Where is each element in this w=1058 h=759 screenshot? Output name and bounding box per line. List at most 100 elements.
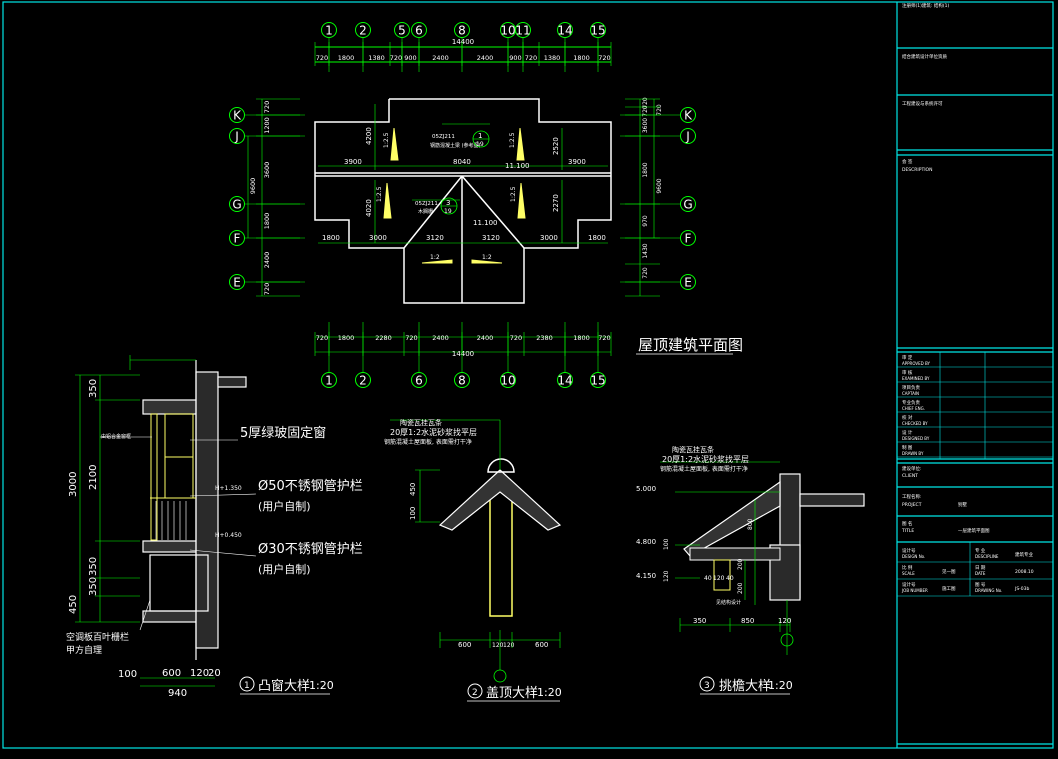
sign-row-cn-4: 校 对 — [902, 414, 913, 421]
d3-small-40b: 40 — [726, 575, 734, 582]
axis-bottom-14-bubble — [557, 372, 573, 388]
axis-bottom-2: 2 — [359, 374, 367, 388]
left-dim-3: 1800 — [263, 213, 271, 230]
tb-dwg-cn: 图 名 — [902, 520, 912, 527]
right-inner-dim-b: 9600 — [656, 178, 663, 193]
axis-top-2: 2 — [359, 24, 367, 38]
detail-callouts: 1 19 3 19 — [440, 130, 490, 215]
d3-el3: 4.150 — [636, 572, 656, 580]
axis-left-G-bubble — [229, 196, 245, 212]
d2-note1: 陶瓷瓦挂瓦条 — [400, 418, 442, 427]
right-dim-1: 720 — [642, 105, 649, 117]
top-dim-0: 720 — [316, 54, 328, 62]
d1-note-ac: 空调板百叶栅栏 — [66, 631, 129, 643]
tb-project-cn: 工程名称: — [902, 493, 922, 500]
d1-h-600: 600 — [162, 668, 181, 679]
plan-dim-1800b: 1800 — [588, 234, 606, 242]
bottom-ke-2: JOB NUMBER — [901, 588, 928, 593]
d2-circle-no: 2 — [472, 688, 478, 698]
d1-vtotal: 3000 — [68, 472, 79, 497]
axis-top-6: 6 — [415, 24, 423, 38]
bottom-dim-6: 720 — [510, 334, 522, 342]
d1-scale: 1:20 — [309, 679, 334, 692]
sign-row-en-2: CAPTAIN — [902, 391, 919, 396]
d1-el2: H+0.450 — [215, 532, 242, 539]
axis-right-F: F — [685, 232, 692, 246]
top-dim-6: 2400 — [477, 54, 494, 62]
d1-note-glass: 5厚绿玻固定窗 — [240, 425, 326, 441]
bottom-dim-1: 1800 — [338, 334, 355, 342]
bottom-dim-7: 2380 — [536, 334, 553, 342]
bottom-k-0: 设计号 — [902, 547, 916, 554]
axis-right-K: K — [684, 109, 693, 123]
right-dim-4: 970 — [642, 215, 649, 227]
d3-v-120: 120 — [663, 570, 670, 582]
d3-note1: 陶瓷瓦挂瓦条 — [672, 445, 714, 454]
axis-bottom-15-bubble — [590, 372, 606, 388]
d1-circle-no: 1 — [244, 681, 250, 691]
left-dim-2: 3600 — [263, 162, 271, 179]
bottom-v-1: 见一图 — [942, 569, 956, 575]
sign-row-cn-6: 制 图 — [902, 444, 913, 451]
top-dim-11: 720 — [598, 54, 610, 62]
axis-bottom-1-bubble — [321, 372, 337, 388]
sign-row-cn-3: 专业负责 — [902, 399, 920, 406]
d2-v-450: 450 — [409, 483, 417, 496]
axis-top-11: 11 — [515, 24, 530, 38]
roof-outline — [314, 98, 612, 304]
axis-right-K-bubble — [680, 107, 696, 123]
slope-label-6: 1:2 — [482, 254, 492, 261]
axis-right-E-bubble — [680, 274, 696, 290]
plan-el-1: 11.100 — [505, 162, 530, 170]
d3-h-350: 350 — [693, 617, 706, 625]
bottom-dim-2: 2280 — [375, 334, 392, 342]
right-dim-0: 720 — [642, 97, 649, 109]
d3-h-120: 120 — [778, 617, 791, 625]
plan-dim-3120a: 3120 — [426, 234, 444, 242]
bottom-k2e-2: DRAWING No. — [975, 588, 1002, 593]
d1-v-350a: 350 — [88, 379, 99, 398]
bottom-v2-2: JS-03b — [1014, 586, 1030, 592]
left-dim-1: 1200 — [263, 117, 271, 134]
slope-arrows — [383, 127, 526, 264]
bottom-total: 14400 — [452, 350, 474, 358]
axis-bottom-6: 6 — [415, 374, 423, 388]
axis-top-10: 10 — [500, 24, 515, 38]
tb-sign-table — [897, 352, 1053, 459]
bottom-dim-3: 720 — [405, 334, 417, 342]
inner-dim-lines — [318, 104, 608, 244]
d2-v-100: 100 — [409, 507, 417, 520]
inner-labels: 3900 8040 3900 11.100 11.100 1800 3000 3… — [322, 127, 606, 261]
plan-dim-3900b: 3900 — [568, 158, 586, 166]
tb-dwg-val: 一层建筑平面图 — [958, 527, 990, 534]
tb-dwg-en: TITLE — [901, 528, 914, 534]
plan-dim-8040: 8040 — [453, 158, 471, 166]
d2-h-600b: 600 — [535, 641, 548, 649]
tb-permit: 工程建设与系统许可 — [902, 100, 943, 107]
plan-dim-h-2270: 2270 — [552, 194, 560, 212]
axis-left-F: F — [234, 232, 241, 246]
d2-title-group: 2 盖顶大样 1:20 — [467, 683, 562, 702]
detail-eave: 陶瓷瓦挂瓦条 20厚1:2水泥砂浆找平层 钢筋混凝土屋面板, 表面需打干净 5.… — [636, 445, 865, 695]
bottom-ke-1: SCALE — [902, 571, 915, 576]
sign-row-cn-2: 项目负责 — [902, 384, 920, 391]
callout-1-top: 1 — [478, 132, 482, 140]
axis-top-8-bubble — [454, 22, 470, 38]
d1-note-rail50b: (用户自制) — [258, 499, 311, 513]
d2-title: 盖顶大样 — [486, 686, 538, 701]
axis-left-K: K — [233, 109, 242, 123]
axis-right-G: G — [683, 198, 692, 212]
axis-top-5-bubble — [394, 22, 410, 38]
d1-side-note: 由铝合金窗框 — [101, 433, 131, 440]
top-dim-5: 2400 — [432, 54, 449, 62]
left-dim-4: 2400 — [263, 252, 271, 269]
d1-note-rail50: Ø50不锈钢管护栏 — [258, 479, 363, 494]
top-dim-10: 1800 — [573, 54, 590, 62]
right-dim-2: 3600 — [642, 118, 649, 133]
d1-note-rail30b: (用户自制) — [258, 562, 311, 576]
plan-dim-3120b: 3120 — [482, 234, 500, 242]
axis-left-J: J — [234, 130, 239, 144]
axis-bottom-8-bubble — [454, 372, 470, 388]
